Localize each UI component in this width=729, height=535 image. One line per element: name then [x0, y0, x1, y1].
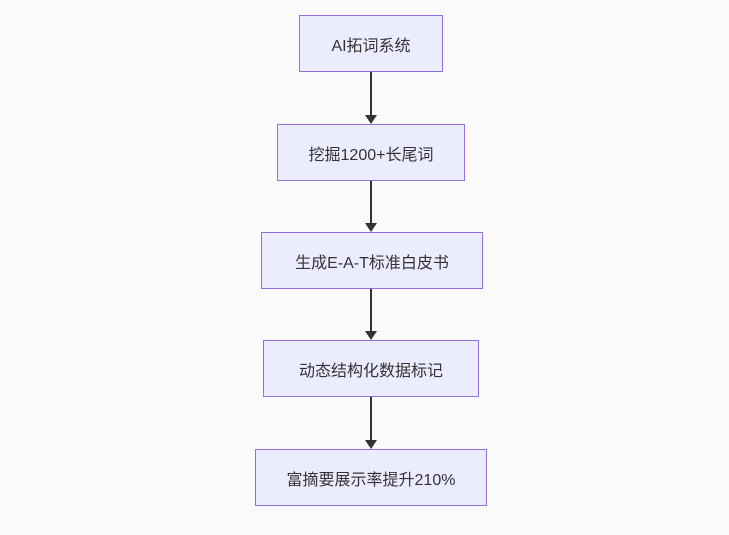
flow-node-eat-whitepaper: 生成E-A-T标准白皮书	[261, 232, 483, 289]
flow-node-ai-expansion-system: AI拓词系统	[299, 15, 443, 72]
flow-arrow-n1-n2	[365, 72, 377, 124]
flow-node-structured-data-markup: 动态结构化数据标记	[263, 340, 479, 397]
flow-node-label: 生成E-A-T标准白皮书	[295, 254, 449, 272]
arrow-line	[370, 397, 372, 440]
arrowhead-down-icon	[365, 223, 377, 232]
flow-arrow-n2-n3	[365, 181, 377, 232]
arrowhead-down-icon	[365, 331, 377, 340]
arrowhead-down-icon	[365, 115, 377, 124]
flow-node-label: 动态结构化数据标记	[298, 362, 443, 380]
arrow-line	[370, 181, 372, 223]
flow-node-rich-snippet-result: 富摘要展示率提升210%	[255, 449, 487, 506]
arrowhead-down-icon	[365, 440, 377, 449]
flow-node-label: AI拓词系统	[331, 37, 411, 55]
flow-node-label: 挖掘1200+长尾词	[308, 146, 434, 164]
arrow-line	[370, 289, 372, 331]
flow-node-longtail-mining: 挖掘1200+长尾词	[277, 124, 465, 181]
flow-arrow-n3-n4	[365, 289, 377, 340]
flow-node-label: 富摘要展示率提升210%	[286, 471, 456, 489]
arrow-line	[370, 72, 372, 115]
flow-arrow-n4-n5	[365, 397, 377, 449]
